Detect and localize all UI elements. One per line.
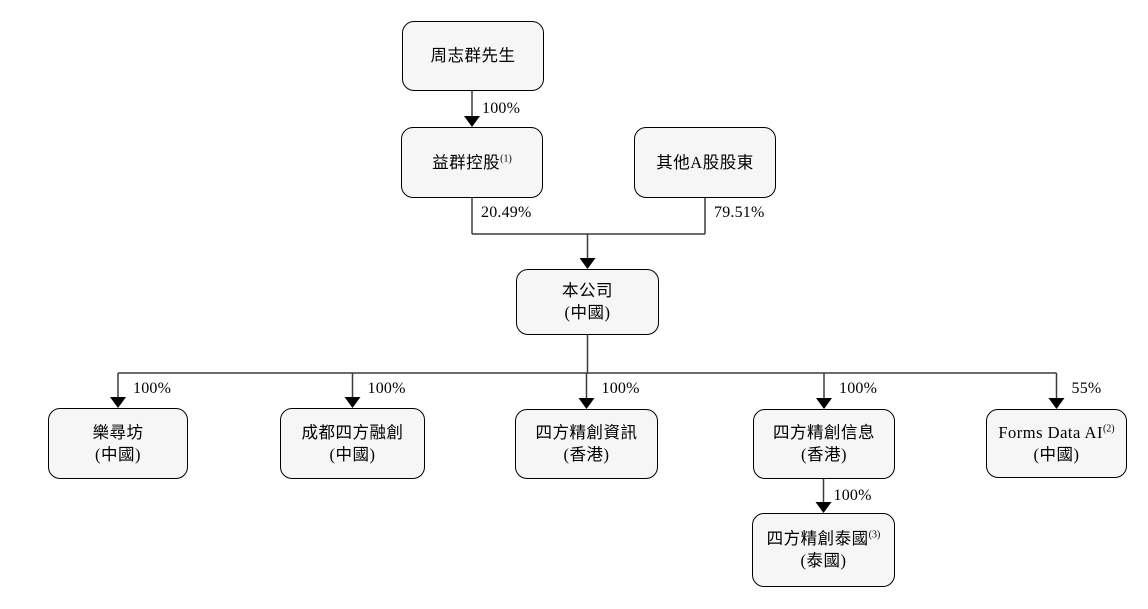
- node-sifang-xinxi: 四方精創信息 (香港): [753, 409, 895, 479]
- node-chengdu-sifang: 成都四方融創(中國): [280, 408, 425, 479]
- ownership-percentage-label: 20.49%: [481, 204, 532, 221]
- node-lexunfang: 樂尋坊(中國): [48, 408, 188, 479]
- node-label: 樂尋坊: [92, 422, 144, 442]
- node-label: 周志群先生: [430, 46, 516, 66]
- node-label: 本公司: [562, 281, 613, 301]
- footnote-marker: (2): [1102, 423, 1115, 435]
- node-jurisdiction: (中國): [1033, 444, 1080, 464]
- ownership-percentage-label: 100%: [133, 380, 172, 397]
- node-jurisdiction: (泰國): [800, 551, 847, 570]
- node-company: 本公司 (中國): [516, 269, 659, 335]
- node-jurisdiction: (中國): [329, 444, 376, 464]
- node-jurisdiction: (香港): [801, 445, 847, 464]
- footnote-marker: (3): [868, 529, 881, 541]
- node-jurisdiction: (中國): [95, 444, 141, 464]
- ownership-percentage-label: 100%: [839, 380, 878, 397]
- node-jurisdiction: (香港): [563, 445, 610, 464]
- node-zhou: 周志群先生: [402, 21, 544, 91]
- node-label: Forms Data AI(2): [998, 422, 1115, 442]
- footnote-marker: (1): [500, 153, 512, 165]
- node-jurisdiction: (中國): [564, 303, 611, 322]
- node-label: 其他A股股東: [656, 152, 754, 172]
- node-label: 四方精創資訊: [535, 423, 638, 443]
- node-sifang-zixun: 四方精創資訊 (香港): [515, 409, 658, 479]
- arrowhead-icon: [578, 398, 595, 409]
- node-sifang-thai: 四方精創泰國(3) (泰國): [752, 513, 895, 587]
- node-label: 四方精創泰國(3): [766, 529, 881, 549]
- ownership-percentage-label: 100%: [482, 100, 521, 117]
- arrowhead-icon: [344, 397, 361, 408]
- arrowhead-icon: [464, 116, 480, 127]
- arrowhead-icon: [816, 398, 832, 409]
- arrowhead-icon: [815, 502, 832, 513]
- arrowhead-icon: [110, 397, 126, 408]
- node-label: 四方精創信息: [773, 423, 875, 443]
- node-yiqun: 益群控股(1): [401, 127, 543, 198]
- ownership-percentage-label: 55%: [1071, 380, 1102, 397]
- node-label: 成都四方融創: [301, 422, 404, 442]
- ownership-percentage-label: 100%: [367, 380, 406, 397]
- ownership-percentage-label: 100%: [833, 487, 872, 504]
- node-other-a-share: 其他A股股東: [634, 127, 776, 198]
- node-label: 益群控股(1): [432, 152, 512, 172]
- ownership-percentage-label: 79.51%: [714, 204, 765, 221]
- arrowhead-icon: [1048, 398, 1065, 409]
- ownership-percentage-label: 100%: [601, 380, 640, 397]
- node-forms-data-ai: Forms Data AI(2)(中國): [986, 409, 1127, 478]
- arrowhead-icon: [579, 258, 596, 269]
